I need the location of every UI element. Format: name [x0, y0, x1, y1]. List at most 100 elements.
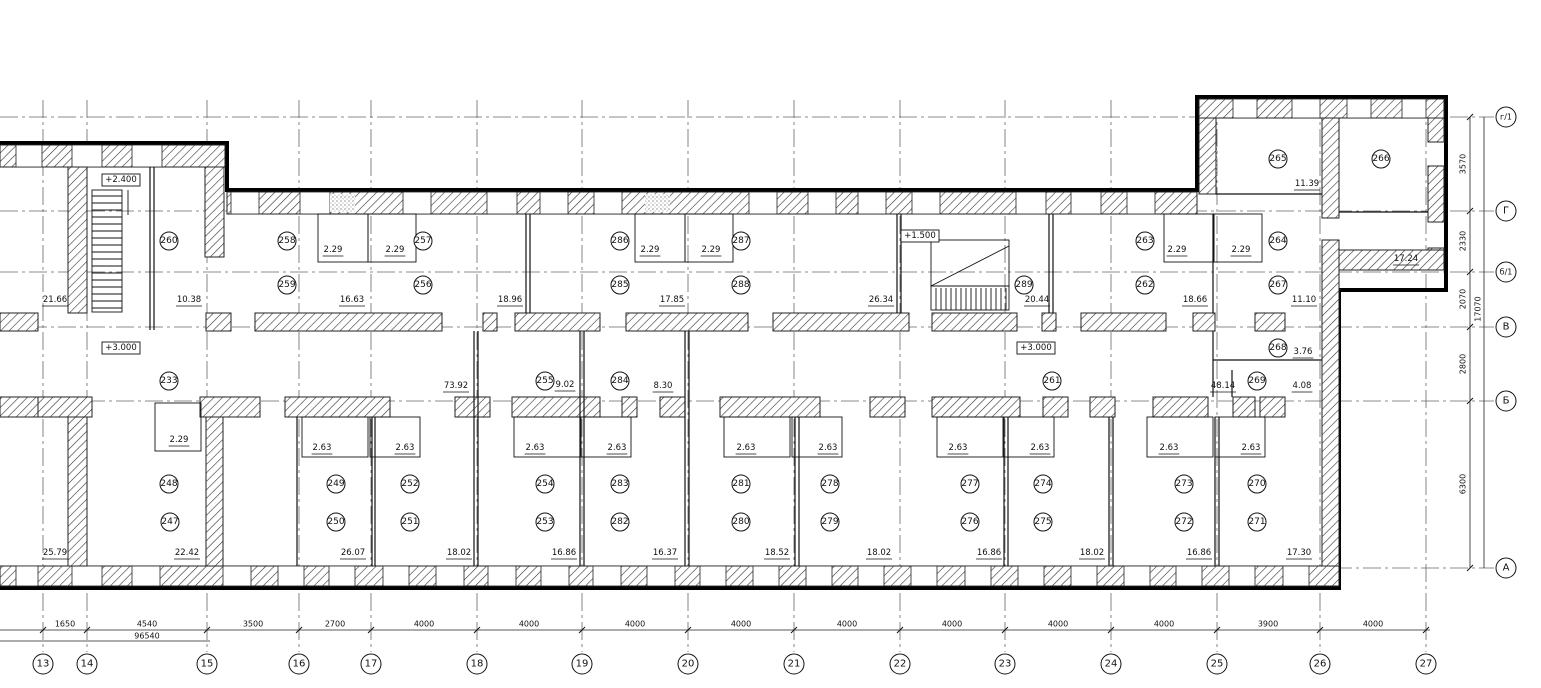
room-area-label: 21.66 [43, 295, 67, 305]
room-area-label: 2.63 [819, 443, 838, 453]
room-number: 277 [961, 479, 978, 489]
room-marker: 256 [413, 275, 433, 295]
room-marker: 268 [1268, 338, 1288, 358]
room-number: 281 [732, 479, 749, 489]
room-marker: 265 [1268, 149, 1288, 169]
room-area-label: 2.29 [702, 245, 721, 255]
axis-label: 13 [37, 659, 50, 670]
room-number: 289 [1015, 280, 1032, 290]
room-area-label: 2.29 [324, 245, 343, 255]
axis-label: А [1503, 563, 1510, 574]
room-marker: 289 [1014, 275, 1034, 295]
room-area-label: 2.63 [526, 443, 545, 453]
dimension-value: 2330 [1459, 231, 1468, 251]
room-marker: 251 [400, 512, 420, 532]
room-number: 273 [1175, 479, 1192, 489]
room-area-label: 17.30 [1287, 548, 1311, 558]
dimension-value: 2700 [325, 620, 345, 629]
room-marker: 270 [1247, 474, 1267, 494]
room-number: 259 [278, 280, 295, 290]
room-number: 260 [160, 236, 177, 246]
axis-label: 25 [1211, 659, 1224, 670]
room-marker: 271 [1247, 512, 1267, 532]
room-area-label: 2.29 [1168, 245, 1187, 255]
room-area-label: 2.63 [313, 443, 332, 453]
dimension-value: 3900 [1258, 620, 1278, 629]
room-area-label: 11.39 [1295, 179, 1319, 189]
room-area-label: 22.42 [175, 548, 199, 558]
room-marker: 269 [1247, 371, 1267, 391]
room-number: 279 [821, 517, 838, 527]
axis-bubble: 15 [196, 653, 218, 675]
room-area-label: 2.63 [737, 443, 756, 453]
dimension-value: 4000 [414, 620, 434, 629]
room-marker: 283 [610, 474, 630, 494]
axis-bubble: 17 [360, 653, 382, 675]
room-number: 272 [1175, 517, 1192, 527]
room-area-label: 16.63 [340, 295, 364, 305]
room-area-label: 2.29 [386, 245, 405, 255]
room-area-label: 18.02 [1080, 548, 1104, 558]
room-area-label: 8.30 [654, 381, 673, 391]
room-marker: 261 [1042, 371, 1062, 391]
room-number: 283 [611, 479, 628, 489]
room-area-label: 10.38 [177, 295, 201, 305]
axis-label: 19 [576, 659, 589, 670]
axis-bubble: Б [1495, 390, 1517, 412]
room-number: 263 [1136, 236, 1153, 246]
room-area-label: 2.29 [170, 435, 189, 445]
dimension-value: 4000 [625, 620, 645, 629]
axis-bubble: Г [1495, 200, 1517, 222]
room-number: 256 [414, 280, 431, 290]
room-area-label: 9.02 [556, 380, 575, 390]
room-number: 261 [1043, 376, 1060, 386]
axis-label: 23 [999, 659, 1012, 670]
room-marker: 255 [535, 371, 555, 391]
dimension-value: 3570 [1459, 154, 1468, 174]
room-area-label: 25.79 [43, 548, 67, 558]
room-area-label: 3.76 [1294, 347, 1313, 357]
axis-label: г/1 [1500, 113, 1512, 122]
room-area-label: 18.02 [447, 548, 471, 558]
room-marker: 252 [400, 474, 420, 494]
room-area-label: 16.86 [552, 548, 576, 558]
room-marker: 286 [610, 231, 630, 251]
axis-bubble: А [1495, 557, 1517, 579]
room-marker: 288 [731, 275, 751, 295]
dimension-value: 4540 [137, 620, 157, 629]
axis-label: Г [1503, 206, 1509, 217]
dimension-value: 4000 [731, 620, 751, 629]
axis-bubble: 13 [32, 653, 54, 675]
level-mark: +3.000 [1016, 341, 1056, 355]
room-marker: 250 [326, 512, 346, 532]
axis-label: 21 [788, 659, 801, 670]
axis-bubble: 19 [571, 653, 593, 675]
dimension-value: 4000 [837, 620, 857, 629]
level-mark: +3.000 [101, 341, 141, 355]
room-area-label: 73.92 [444, 381, 468, 391]
room-marker: 259 [277, 275, 297, 295]
dimension-value: 6300 [1459, 474, 1468, 494]
room-marker: 247 [160, 512, 180, 532]
dimension-total: 96540 [134, 632, 159, 641]
room-area-label: 17.85 [660, 295, 684, 305]
room-area-label: 16.86 [977, 548, 1001, 558]
room-area-label: 17.24 [1394, 254, 1418, 264]
dimension-value: 4000 [1048, 620, 1068, 629]
axis-label: б/1 [1500, 268, 1513, 277]
room-number: 284 [611, 376, 628, 386]
axis-bubble: В [1495, 316, 1517, 338]
room-number: 250 [327, 517, 344, 527]
room-number: 258 [278, 236, 295, 246]
level-value: +3.000 [1020, 343, 1051, 353]
axis-label: 18 [471, 659, 484, 670]
axis-bubble: 27 [1415, 653, 1437, 675]
room-marker: 263 [1135, 231, 1155, 251]
room-marker: 280 [731, 512, 751, 532]
room-area-label: 2.29 [641, 245, 660, 255]
room-marker: 279 [820, 512, 840, 532]
dimension-value: 2800 [1459, 354, 1468, 374]
